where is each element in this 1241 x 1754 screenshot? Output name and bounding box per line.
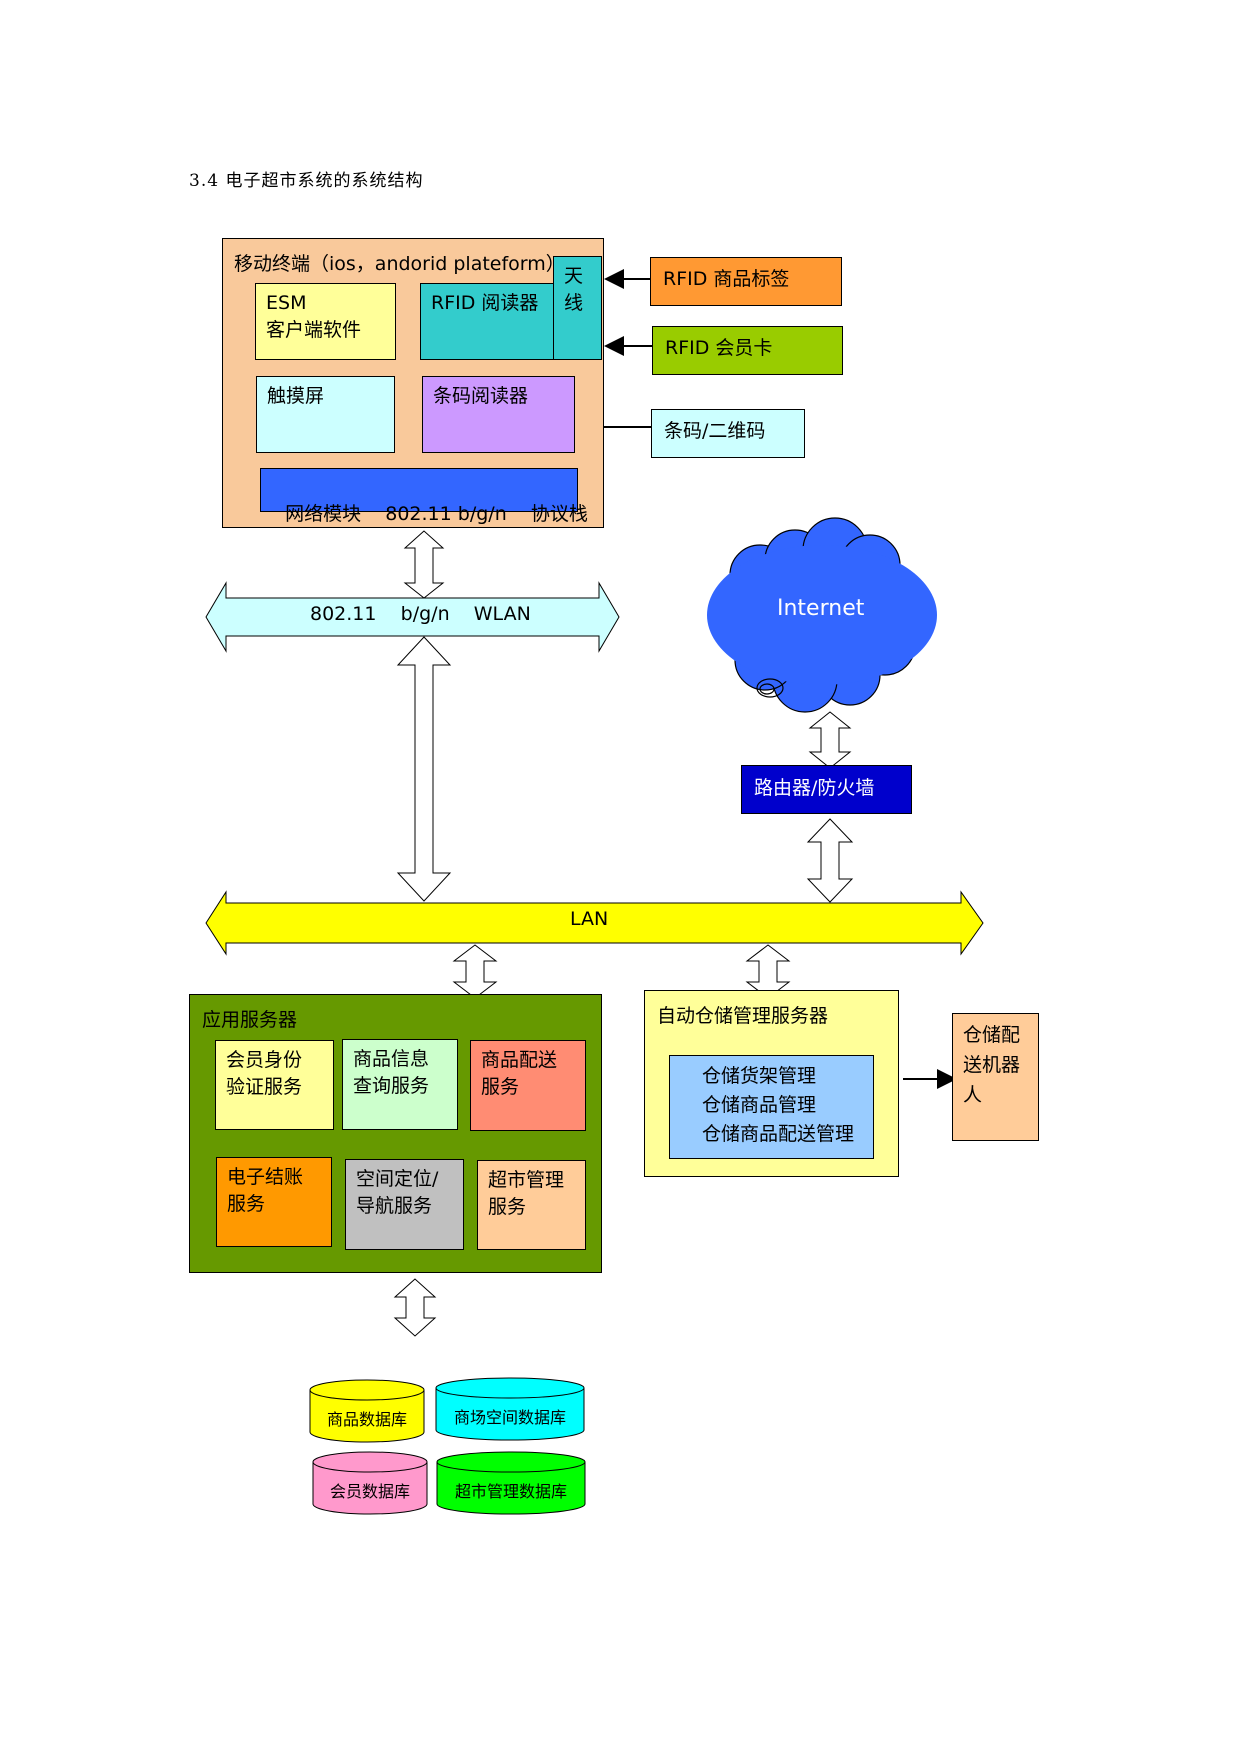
rfid-tag-label: RFID 商品标签 [663, 268, 790, 290]
robot-line1: 仓储配 [963, 1024, 1021, 1046]
lan-label: LAN [570, 908, 609, 930]
lan-app-arrow [452, 944, 498, 999]
page-heading: 3.4 电子超市系统的系统结构 [189, 171, 424, 191]
service-member-auth: 会员身份 验证服务 [215, 1040, 334, 1130]
service-navigation: 空间定位/ 导航服务 [345, 1159, 464, 1250]
barcode-box: 条码/二维码 [651, 409, 805, 458]
wlan-label: 802.11 b/g/n WLAN [310, 603, 531, 625]
cloud-tail [756, 678, 784, 698]
esm-client: ESM 客户端软件 [255, 283, 396, 360]
rfid-tag-box: RFID 商品标签 [650, 257, 842, 306]
db-management-cylinder [436, 1462, 586, 1515]
touchscreen-label: 触摸屏 [267, 385, 325, 407]
antenna: 天 线 [553, 256, 602, 360]
internet-router-arrow [808, 711, 852, 769]
router-lan-arrow [806, 818, 854, 903]
warehouse-delivery: 仓储商品配送管理 [702, 1123, 855, 1145]
db-member: 会员数据库 [329, 1482, 410, 1501]
db-management: 超市管理数据库 [454, 1482, 567, 1501]
app-server-title: 应用服务器 [202, 1009, 298, 1031]
db-server-title: 数 据 库 服 务 器 [304, 1341, 460, 1363]
warehouse-shelf: 仓储货架管理 [702, 1065, 817, 1087]
rfid-card-box: RFID 会员卡 [652, 326, 843, 375]
antenna-line2: 线 [564, 292, 584, 314]
warehouse-product: 仓储商品管理 [702, 1094, 817, 1116]
lan-arrow [205, 890, 984, 956]
rfid-reader: RFID 阅读器 [420, 283, 555, 360]
service-product-query-l2: 查询服务 [353, 1075, 430, 1097]
router-label: 路由器/防火墙 [754, 777, 875, 799]
esm-line1: ESM [266, 292, 307, 314]
router-firewall: 路由器/防火墙 [741, 765, 912, 814]
db-product-cylinder [309, 1390, 425, 1443]
app-db-arrow [393, 1278, 437, 1337]
service-delivery-l2: 服务 [481, 1076, 520, 1098]
antenna-line1: 天 [564, 265, 584, 287]
warehouse-functions: 仓储货架管理 仓储商品管理 仓储商品配送管理 [669, 1055, 874, 1159]
mobile-terminal-title: 移动终端（ios，andorid plateform） [234, 253, 565, 275]
network-module: 网络模块 802.11 b/g/n 协议栈 [260, 468, 588, 525]
service-member-auth-l1: 会员身份 [226, 1049, 303, 1071]
barcode-reader-label: 条码阅读器 [433, 385, 529, 407]
service-delivery-l1: 商品配送 [481, 1049, 558, 1071]
service-checkout-l2: 服务 [227, 1193, 266, 1215]
service-checkout: 电子结账 服务 [216, 1157, 332, 1247]
rfid-card-label: RFID 会员卡 [665, 337, 773, 359]
db-space-cylinder [435, 1388, 585, 1441]
robot-line3: 人 [963, 1084, 983, 1106]
wlan-lan-arrow [396, 636, 452, 902]
service-management-l1: 超市管理 [488, 1169, 565, 1191]
barcode-reader: 条码阅读器 [422, 376, 575, 453]
service-product-query-l1: 商品信息 [353, 1048, 430, 1070]
warehouse-title: 自动仓储管理服务器 [657, 1005, 829, 1027]
service-member-auth-l2: 验证服务 [226, 1076, 303, 1098]
rfid-reader-label: RFID 阅读器 [431, 292, 539, 314]
internet-label: Internet [777, 596, 865, 621]
mobile-wlan-arrow [403, 530, 445, 599]
service-product-query: 商品信息 查询服务 [342, 1039, 458, 1130]
db-member-cylinder [312, 1462, 428, 1515]
db-space: 商场空间数据库 [453, 1408, 566, 1427]
db-server-vendor: Orical/SQL [492, 1337, 587, 1358]
service-management-l2: 服务 [488, 1196, 527, 1218]
service-checkout-l1: 电子结账 [227, 1166, 304, 1188]
touchscreen: 触摸屏 [256, 376, 395, 453]
barcode-label: 条码/二维码 [664, 420, 766, 442]
wlan-arrow [205, 581, 620, 653]
service-management: 超市管理 服务 [477, 1160, 586, 1250]
robot-line2: 送机器 [963, 1054, 1021, 1076]
service-delivery: 商品配送 服务 [470, 1040, 586, 1131]
delivery-robot: 仓储配 送机器 人 [952, 1013, 1039, 1141]
network-module-label: 网络模块 802.11 b/g/n 协议栈 [285, 503, 588, 525]
db-product: 商品数据库 [326, 1410, 407, 1429]
esm-line2: 客户端软件 [266, 319, 362, 341]
service-navigation-l2: 导航服务 [356, 1195, 433, 1217]
service-navigation-l1: 空间定位/ [356, 1168, 439, 1190]
